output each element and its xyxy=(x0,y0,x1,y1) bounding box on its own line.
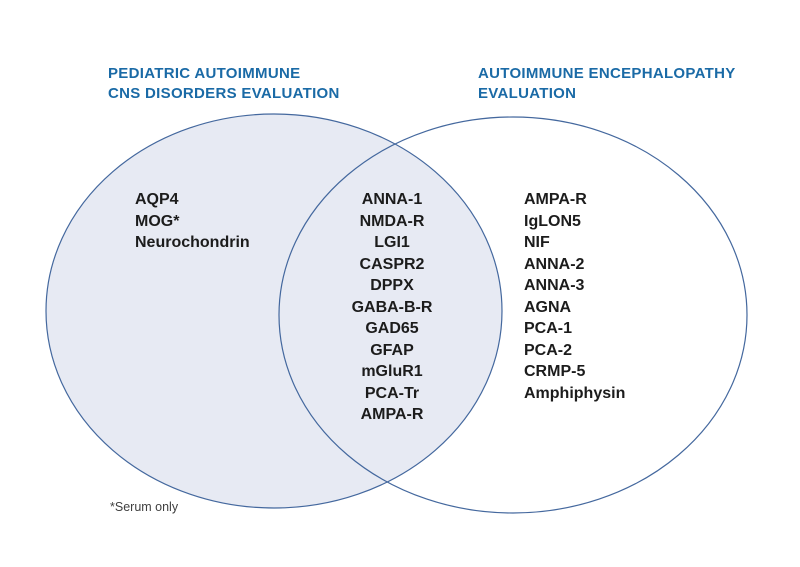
antibody-item: Amphiphysin xyxy=(524,384,626,402)
antibody-item: AMPA-R xyxy=(360,406,424,423)
antibody-item: PCA-2 xyxy=(524,341,573,359)
antibody-item: AGNA xyxy=(524,298,572,316)
antibody-item: DPPX xyxy=(370,277,414,294)
left-circle xyxy=(45,113,503,509)
serum-only-footnote: *Serum only xyxy=(110,500,179,514)
antibody-item: PCA-1 xyxy=(524,320,573,337)
antibody-item: CRMP-5 xyxy=(524,363,586,380)
right-set-title: AUTOIMMUNE ENCEPHALOPATHY EVALUATION xyxy=(478,65,736,102)
antibody-item: CASPR2 xyxy=(359,255,425,273)
antibody-item: GFAP xyxy=(370,341,414,359)
antibody-item: LGI1 xyxy=(374,234,410,251)
left-set-title: PEDIATRIC AUTOIMMUNE CNS DISORDERS EVALU… xyxy=(108,65,340,102)
antibody-item: GAD65 xyxy=(365,320,419,337)
antibody-item: PCA-Tr xyxy=(364,384,420,402)
antibody-item: GABA-B-R xyxy=(351,298,433,316)
antibody-item: ANNA-1 xyxy=(361,191,423,208)
antibody-item: NMDA-R xyxy=(359,212,425,230)
antibody-item: AMPA-R xyxy=(524,191,587,208)
antibody-item: MOG* xyxy=(135,212,180,230)
antibody-item: AQP4 xyxy=(135,191,179,208)
antibody-item: ANNA-2 xyxy=(524,255,585,273)
right-circle xyxy=(278,116,748,514)
antibody-item: NIF xyxy=(524,234,550,251)
antibody-item: ANNA-3 xyxy=(524,277,585,294)
antibody-item: mGluR1 xyxy=(361,363,423,380)
antibody-item: Neurochondrin xyxy=(135,234,250,251)
antibody-item: IgLON5 xyxy=(524,212,581,230)
